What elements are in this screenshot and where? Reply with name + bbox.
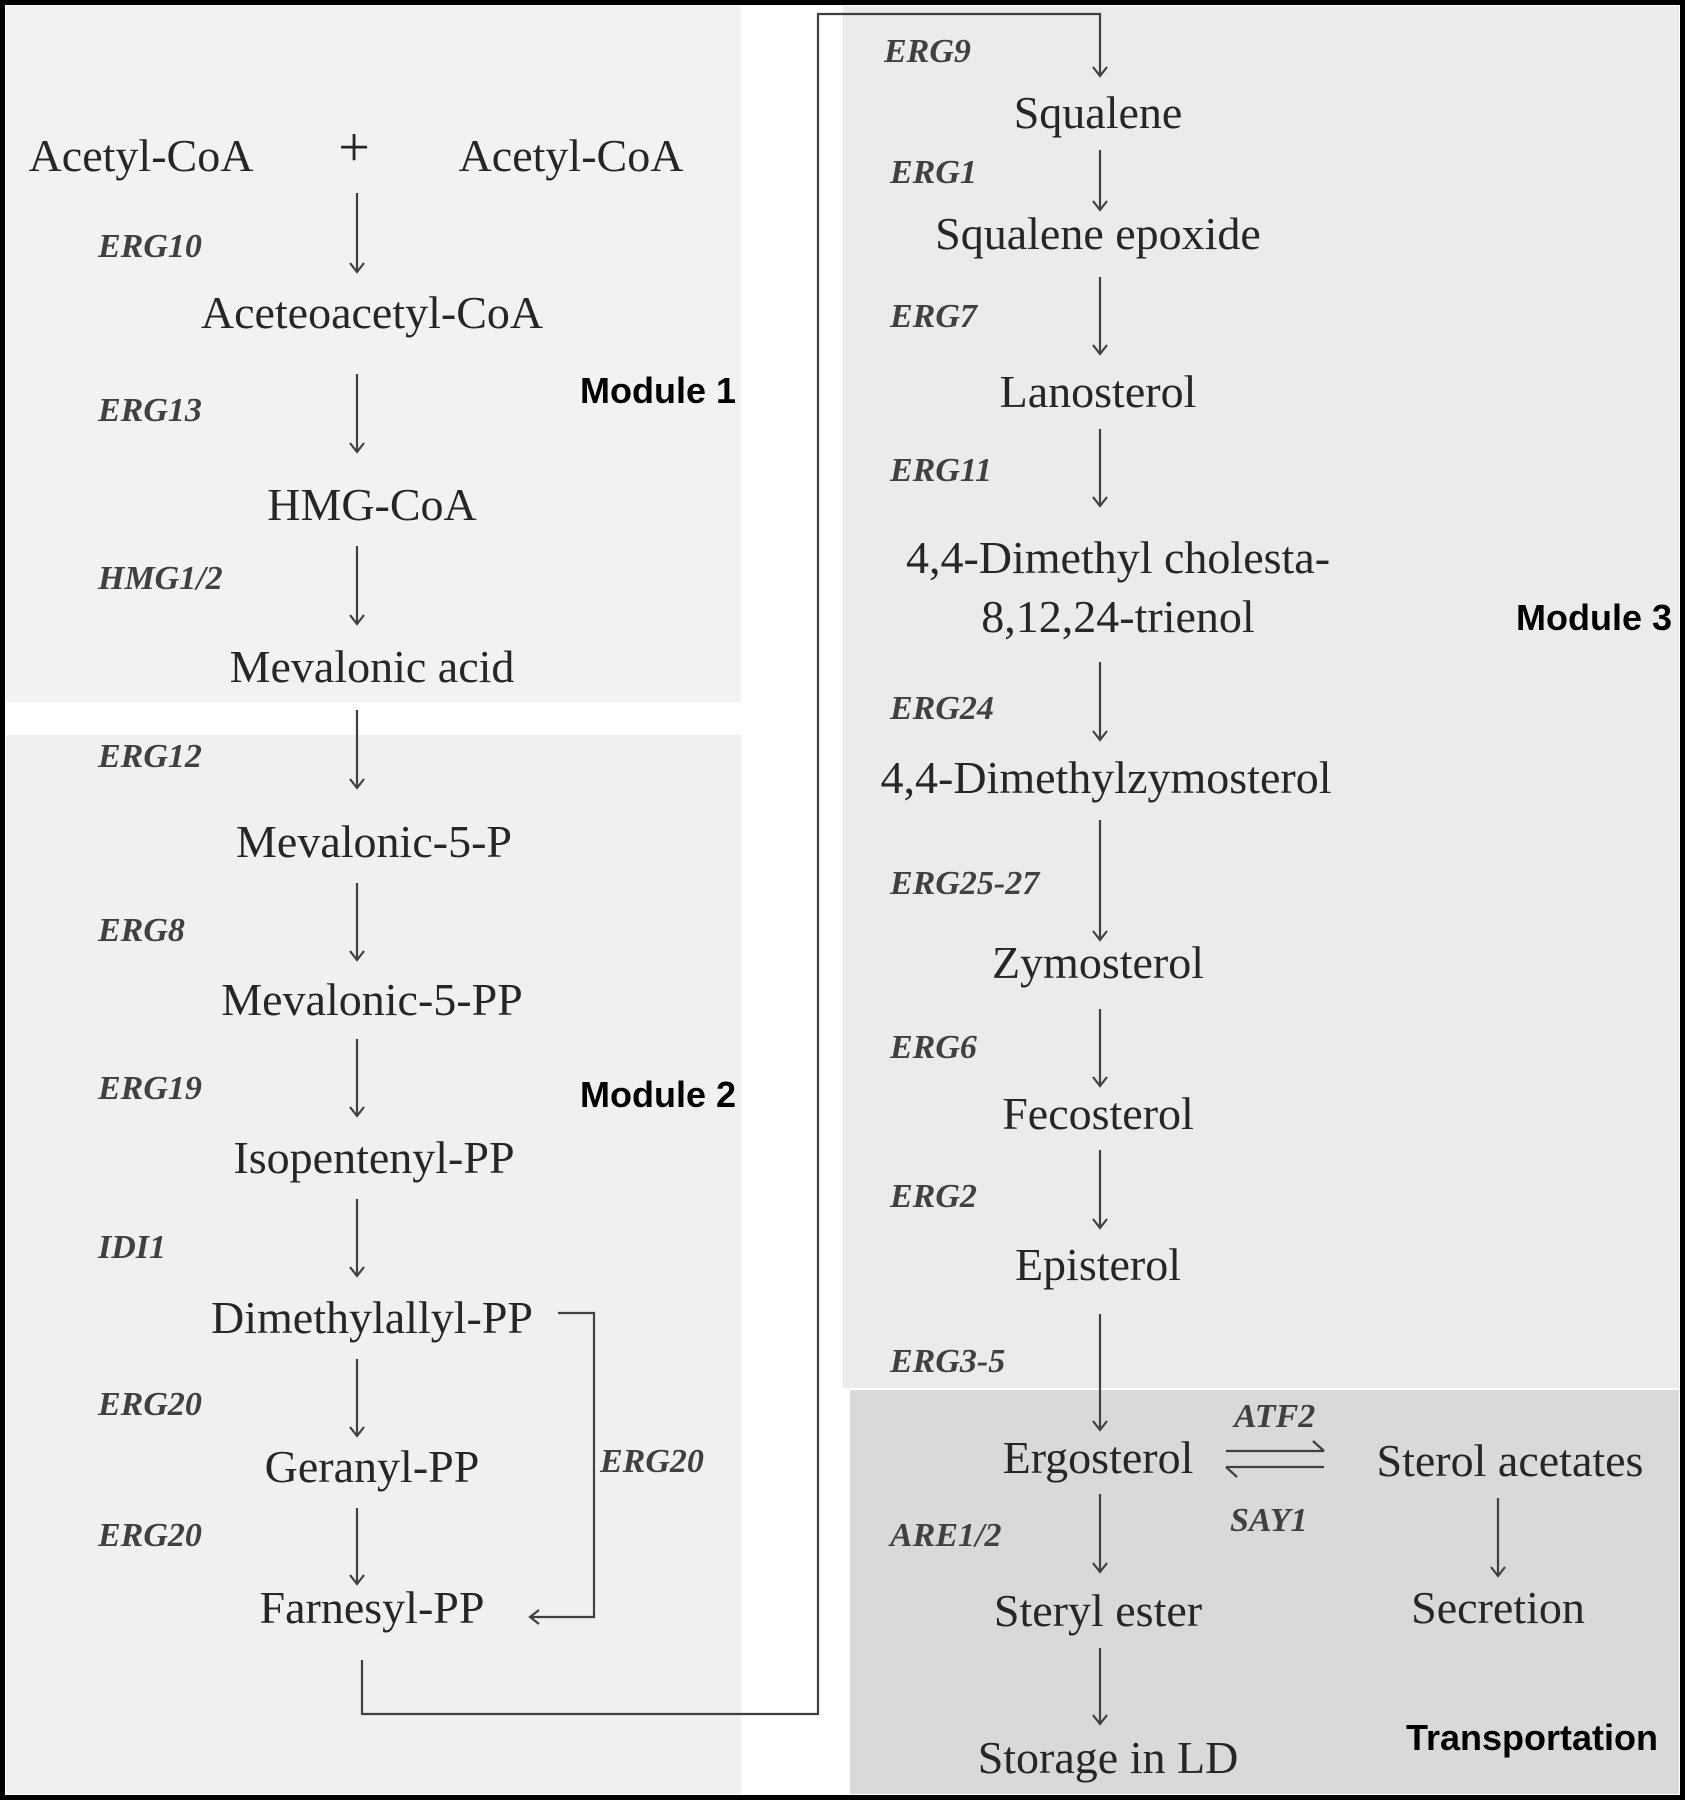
enzyme-erg7: ERG7 bbox=[889, 298, 979, 335]
transportation-label: Transportation bbox=[1406, 1717, 1658, 1758]
dimethylzymosterol: 4,4-Dimethylzymosterol bbox=[881, 752, 1332, 803]
enzyme-erg1: ERG1 bbox=[889, 154, 977, 191]
enzyme-erg2: ERG2 bbox=[889, 1178, 977, 1215]
enzyme-erg12: ERG12 bbox=[97, 738, 202, 775]
enzyme-erg24: ERG24 bbox=[889, 690, 994, 727]
enzyme-erg20-fpp: ERG20 bbox=[97, 1517, 202, 1554]
enzyme-erg19: ERG19 bbox=[97, 1070, 202, 1107]
module-2-panel bbox=[6, 735, 741, 1794]
enzyme-erg25-27: ERG25-27 bbox=[889, 865, 1041, 902]
steryl-ester: Steryl ester bbox=[994, 1585, 1202, 1636]
isopentenyl-pp: Isopentenyl-PP bbox=[233, 1132, 514, 1183]
squalene-epoxide: Squalene epoxide bbox=[935, 208, 1261, 259]
enzyme-erg10: ERG10 bbox=[97, 228, 202, 265]
squalene: Squalene bbox=[1014, 87, 1183, 138]
acetyl-coa-right: Acetyl-CoA bbox=[459, 130, 684, 181]
mevalonic-5-p: Mevalonic-5-P bbox=[236, 816, 512, 867]
mevalonic-acid: Mevalonic acid bbox=[230, 641, 515, 692]
acetyl-coa-left: Acetyl-CoA bbox=[29, 130, 254, 181]
geranyl-pp: Geranyl-PP bbox=[265, 1441, 480, 1492]
storage-in-ld: Storage in LD bbox=[978, 1732, 1239, 1783]
acetoacetyl-coa: Aceteoacetyl-CoA bbox=[201, 287, 543, 338]
plus-sign: + bbox=[338, 117, 370, 179]
ergosterol: Ergosterol bbox=[1003, 1432, 1194, 1483]
enzyme-erg13: ERG13 bbox=[97, 392, 202, 429]
transportation-panel bbox=[850, 1390, 1679, 1794]
enzyme-atf2: ATF2 bbox=[1232, 1398, 1315, 1435]
secretion: Secretion bbox=[1411, 1582, 1585, 1633]
enzyme-hmg1-2: HMG1/2 bbox=[97, 560, 223, 597]
enzyme-erg20-bypass: ERG20 bbox=[599, 1443, 704, 1480]
module-3-label: Module 3 bbox=[1516, 597, 1672, 638]
module-1-panel bbox=[6, 6, 741, 702]
hmg-coa: HMG-CoA bbox=[267, 479, 477, 530]
module-1-label: Module 1 bbox=[580, 370, 736, 411]
enzyme-erg8: ERG8 bbox=[97, 912, 185, 949]
lanosterol: Lanosterol bbox=[1000, 366, 1197, 417]
mevalonic-5-pp: Mevalonic-5-PP bbox=[221, 974, 523, 1025]
enzyme-idi1: IDI1 bbox=[97, 1229, 166, 1266]
episterol: Episterol bbox=[1015, 1239, 1181, 1290]
fecosterol: Fecosterol bbox=[1002, 1088, 1194, 1139]
farnesyl-pp: Farnesyl-PP bbox=[260, 1582, 485, 1633]
enzyme-say1: SAY1 bbox=[1230, 1502, 1307, 1539]
enzyme-erg20-gpp: ERG20 bbox=[97, 1386, 202, 1423]
connector-fpp-to-squalene bbox=[360, 12, 1108, 1716]
enzyme-erg11: ERG11 bbox=[889, 452, 992, 489]
arrow-ergosterol-to-acetates bbox=[1226, 1440, 1325, 1453]
dimethylallyl-pp: Dimethylallyl-PP bbox=[211, 1292, 533, 1343]
dimethyl-cholesta-line2: 8,12,24-trienol bbox=[981, 591, 1254, 642]
enzyme-erg9: ERG9 bbox=[883, 33, 971, 70]
sterol-acetates: Sterol acetates bbox=[1377, 1435, 1644, 1486]
zymosterol: Zymosterol bbox=[992, 937, 1204, 988]
enzyme-erg3-5: ERG3-5 bbox=[889, 1343, 1005, 1380]
module-3-panel bbox=[843, 6, 1679, 1388]
enzyme-are1-2: ARE1/2 bbox=[888, 1517, 1001, 1554]
arrow-acetates-to-ergosterol bbox=[1225, 1465, 1324, 1478]
enzyme-erg6: ERG6 bbox=[889, 1029, 977, 1066]
arrow-dmapp-to-fpp-bypass bbox=[528, 1311, 596, 1625]
module-2-label: Module 2 bbox=[580, 1074, 736, 1115]
dimethyl-cholesta-line1: 4,4-Dimethyl cholesta- bbox=[906, 532, 1330, 583]
